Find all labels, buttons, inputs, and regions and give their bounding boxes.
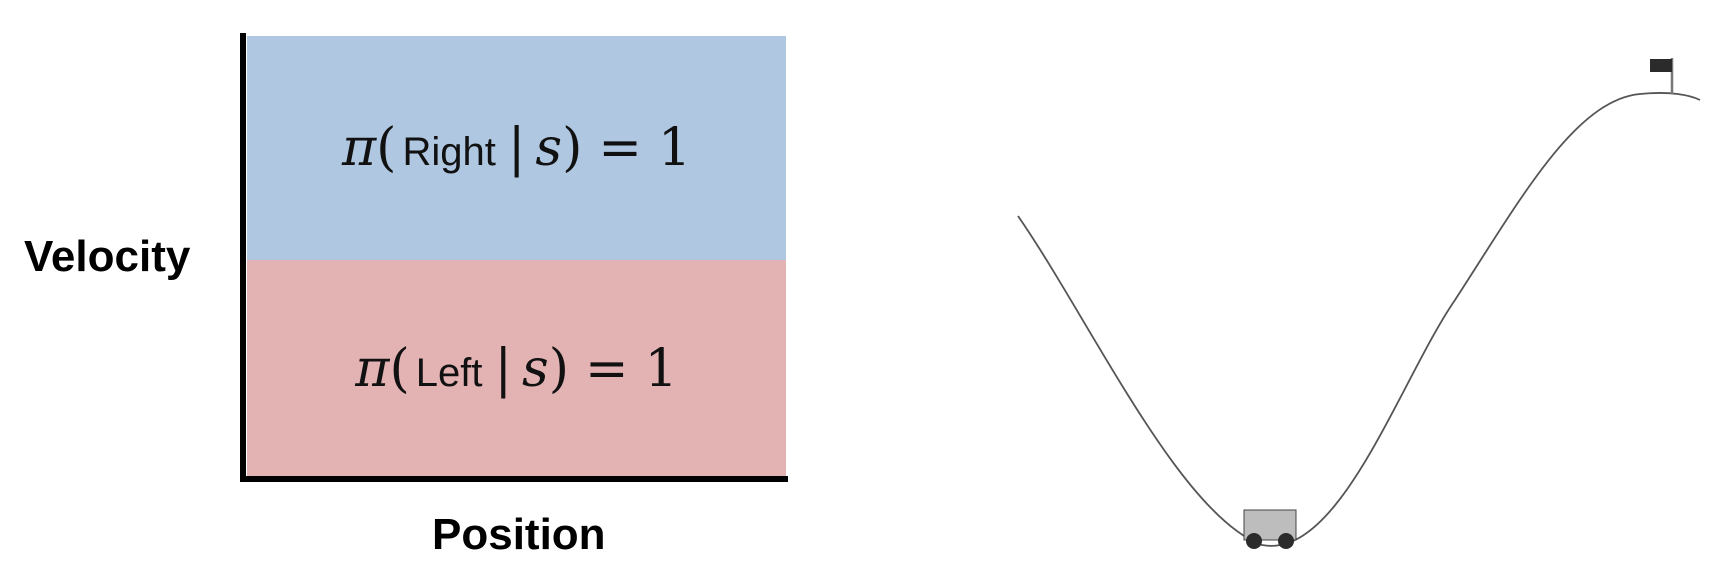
pi-symbol: π (341, 118, 377, 178)
cart-wheel-left (1246, 533, 1262, 549)
probability-value: 1 (644, 339, 678, 399)
action-right-label: Right (402, 130, 496, 174)
open-paren: ( (389, 339, 410, 399)
mountain-curve (1017, 92, 1701, 547)
close-paren: ) (562, 118, 583, 178)
flag-icon (1650, 58, 1674, 94)
pi-symbol: π (355, 339, 390, 399)
region-accelerate-right: π(Right|s)=1 (247, 36, 786, 260)
formula-right: π(Right|s)=1 (247, 122, 786, 174)
formula-left: π(Left|s)=1 (247, 343, 786, 395)
equals-sign: = (585, 339, 629, 399)
open-paren: ( (376, 118, 397, 178)
x-axis-label: Position (432, 510, 606, 559)
equals-sign: = (598, 118, 642, 178)
probability-value: 1 (657, 118, 692, 178)
cart-icon (1243, 509, 1297, 549)
x-axis-line (240, 476, 788, 482)
conditional-bar: | (507, 118, 526, 178)
close-paren: ) (548, 339, 570, 399)
cart-wheel-right (1278, 533, 1294, 549)
y-axis-line (240, 33, 246, 482)
conditional-bar: | (494, 339, 513, 399)
region-accelerate-left: π(Left|s)=1 (247, 260, 786, 478)
action-left-label: Left (415, 351, 483, 395)
state-variable: s (522, 339, 549, 399)
y-axis-label: Velocity (24, 232, 191, 281)
state-variable: s (535, 118, 563, 178)
